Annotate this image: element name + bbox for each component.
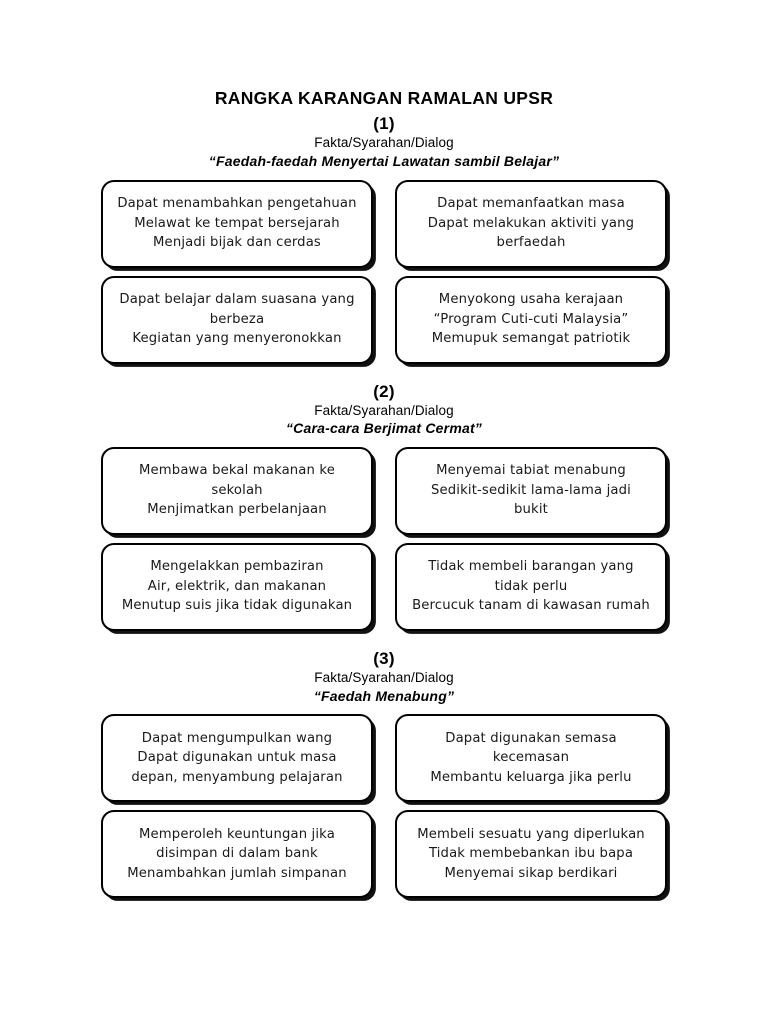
idea-line: Menutup suis jika tidak digunakan bbox=[121, 598, 353, 614]
section-3-number: (3) bbox=[373, 648, 395, 668]
idea-line: bukit bbox=[514, 502, 548, 518]
idea-line: depan, menyambung pelajaran bbox=[131, 769, 343, 785]
section-1-topic: “Faedah-faedah Menyertai Lawatan sambil … bbox=[208, 153, 560, 170]
idea-line: Menyemai tabiat menabung bbox=[436, 463, 626, 479]
idea-line: Bercucuk tanam di kawasan rumah bbox=[412, 598, 650, 614]
section-3-header: (3) Fakta/Syarahan/Dialog “Faedah Menabu… bbox=[0, 648, 768, 705]
idea-line: sekolah bbox=[211, 482, 263, 498]
idea-line: Menjimatkan perbelanjaan bbox=[147, 502, 327, 518]
idea-line: “Program Cuti-cuti Malaysia” bbox=[433, 311, 629, 327]
idea-line: Menyemai sikap berdikari bbox=[444, 865, 618, 881]
idea-line: Tidak membebankan ibu bapa bbox=[428, 846, 634, 862]
idea-line: Kegiatan yang menyeronokkan bbox=[132, 331, 342, 347]
section-1-kind: Fakta/Syarahan/Dialog bbox=[314, 135, 454, 151]
idea-box: Membawa bekal makanan ke sekolah Menjima… bbox=[101, 446, 373, 535]
idea-box: Menyokong usaha kerajaan “Program Cuti-c… bbox=[395, 275, 667, 364]
idea-line: Membawa bekal makanan ke bbox=[139, 463, 335, 479]
idea-line: Dapat menambahkan pengetahuan bbox=[117, 196, 357, 212]
idea-box: Dapat mengumpulkan wang Dapat digunakan … bbox=[101, 713, 373, 802]
idea-box: Dapat memanfaatkan masa Dapat melakukan … bbox=[395, 179, 667, 268]
idea-line: Sedikit-sedikit lama-lama jadi bbox=[430, 482, 631, 498]
page-title: RANGKA KARANGAN RAMALAN UPSR bbox=[214, 88, 554, 108]
idea-line: Dapat digunakan untuk masa bbox=[137, 750, 337, 766]
idea-line: Tidak membeli barangan yang bbox=[428, 559, 634, 575]
idea-line: Dapat memanfaatkan masa bbox=[437, 196, 625, 212]
idea-line: Mengelakkan pembaziran bbox=[150, 559, 324, 575]
idea-line: Dapat digunakan semasa bbox=[445, 730, 617, 746]
section-2-number: (2) bbox=[373, 381, 395, 401]
idea-box: Dapat menambahkan pengetahuan Melawat ke… bbox=[101, 179, 373, 268]
idea-box: Dapat belajar dalam suasana yang berbeza… bbox=[101, 275, 373, 364]
idea-box: Mengelakkan pembaziran Air, elektrik, da… bbox=[101, 542, 373, 631]
idea-box: Menyemai tabiat menabung Sedikit-sedikit… bbox=[395, 446, 667, 535]
section-3-topic: “Faedah Menabung” bbox=[313, 687, 455, 704]
idea-line: berfaedah bbox=[496, 235, 566, 251]
idea-line: Membantu keluarga jika perlu bbox=[430, 769, 632, 785]
idea-line: Dapat belajar dalam suasana yang bbox=[119, 292, 355, 308]
section-3-kind: Fakta/Syarahan/Dialog bbox=[314, 669, 454, 685]
section-2-topic: “Cara-cara Berjimat Cermat” bbox=[285, 420, 483, 437]
idea-box: Dapat digunakan semasa kecemasan Membant… bbox=[395, 713, 667, 802]
section-1-number: (1) bbox=[373, 114, 395, 134]
idea-line: kecemasan bbox=[492, 750, 570, 766]
idea-line: Memperoleh keuntungan jika bbox=[139, 826, 335, 842]
idea-line: Menambahkan jumlah simpanan bbox=[127, 865, 347, 881]
idea-line: Dapat mengumpulkan wang bbox=[141, 730, 333, 746]
section-1-box-grid: Dapat menambahkan pengetahuan Melawat ke… bbox=[101, 179, 667, 364]
section-1: (1) Fakta/Syarahan/Dialog “Faedah-faedah… bbox=[0, 109, 768, 364]
section-3-box-grid: Dapat mengumpulkan wang Dapat digunakan … bbox=[101, 713, 667, 898]
section-3: (3) Fakta/Syarahan/Dialog “Faedah Menabu… bbox=[0, 648, 768, 898]
idea-box: Memperoleh keuntungan jika disimpan di d… bbox=[101, 809, 373, 898]
section-2: (2) Fakta/Syarahan/Dialog “Cara-cara Ber… bbox=[0, 381, 768, 631]
idea-line: Menjadi bijak dan cerdas bbox=[153, 235, 321, 251]
idea-line: tidak perlu bbox=[494, 578, 568, 594]
idea-line: Dapat melakukan aktiviti yang bbox=[427, 215, 635, 231]
idea-box: Tidak membeli barangan yang tidak perlu … bbox=[395, 542, 667, 631]
section-1-header: (1) Fakta/Syarahan/Dialog “Faedah-faedah… bbox=[0, 109, 768, 170]
idea-box: Membeli sesuatu yang diperlukan Tidak me… bbox=[395, 809, 667, 898]
section-2-kind: Fakta/Syarahan/Dialog bbox=[314, 402, 454, 418]
idea-line: Air, elektrik, dan makanan bbox=[147, 578, 327, 594]
idea-line: Membeli sesuatu yang diperlukan bbox=[417, 826, 645, 842]
idea-line: berbeza bbox=[209, 311, 265, 327]
idea-line: Memupuk semangat patriotik bbox=[431, 331, 631, 347]
idea-line: disimpan di dalam bank bbox=[156, 846, 318, 862]
section-2-box-grid: Membawa bekal makanan ke sekolah Menjima… bbox=[101, 446, 667, 631]
section-2-header: (2) Fakta/Syarahan/Dialog “Cara-cara Ber… bbox=[0, 381, 768, 438]
idea-line: Menyokong usaha kerajaan bbox=[438, 292, 624, 308]
idea-line: Melawat ke tempat bersejarah bbox=[134, 215, 340, 231]
